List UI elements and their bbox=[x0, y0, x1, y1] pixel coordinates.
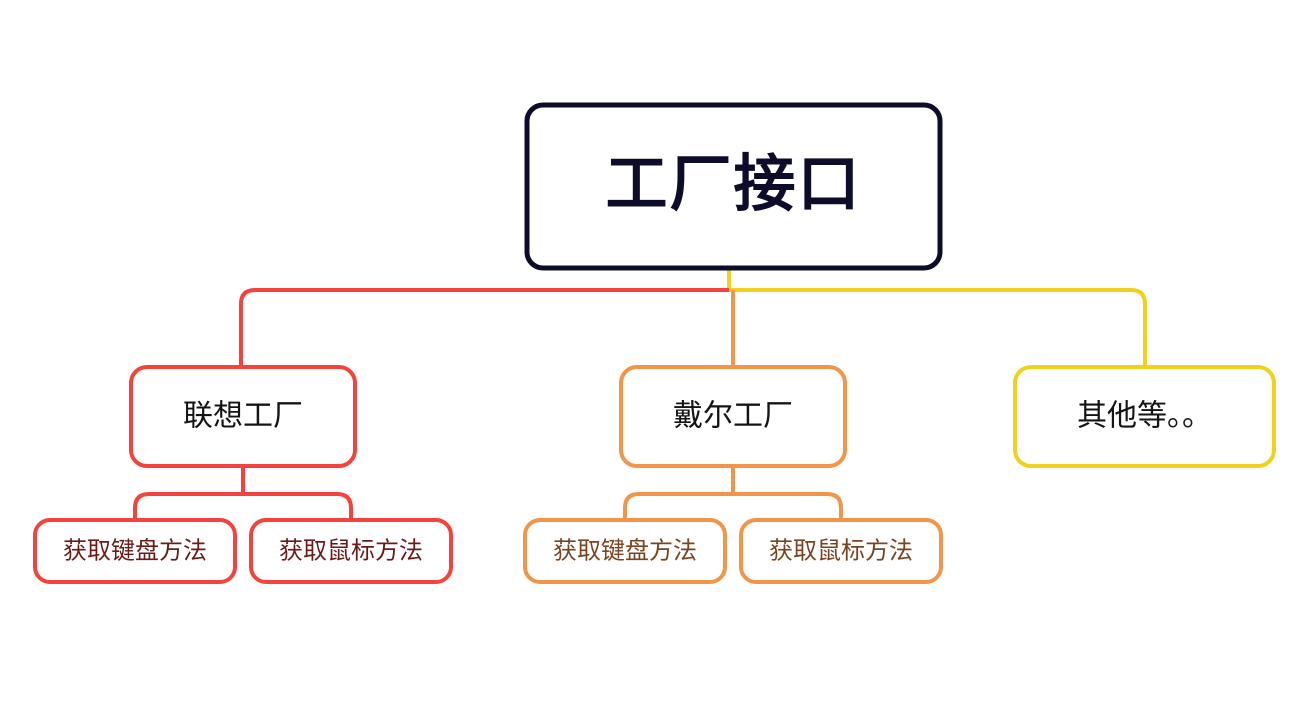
node-leaf-dell-1[interactable]: 获取鼠标方法 bbox=[739, 518, 943, 584]
leaf-node-box-lenovo-0 bbox=[33, 518, 237, 584]
connector-lenovo-fork bbox=[133, 466, 353, 520]
leaf-node-label-lenovo-0: 获取键盘方法 bbox=[63, 537, 207, 564]
node-root-factory-interface[interactable]: 工厂接口 bbox=[524, 102, 943, 271]
connector-bus-left bbox=[239, 288, 729, 367]
branch-node-box-others bbox=[1013, 365, 1276, 468]
node-leaf-lenovo-1[interactable]: 获取鼠标方法 bbox=[249, 518, 453, 584]
leaf-node-box-dell-0 bbox=[523, 518, 727, 584]
branch-node-box-dell bbox=[619, 365, 847, 468]
node-leaf-lenovo-0[interactable]: 获取键盘方法 bbox=[33, 518, 237, 584]
leaf-node-label-dell-1: 获取鼠标方法 bbox=[769, 537, 913, 564]
connector-layer bbox=[133, 268, 1147, 520]
root-node-box bbox=[524, 102, 943, 271]
node-branch-others[interactable]: 其他等。。 bbox=[1013, 365, 1276, 468]
leaf-node-label-dell-0: 获取键盘方法 bbox=[553, 537, 697, 564]
connector-dell-fork bbox=[623, 466, 843, 520]
node-branch-lenovo[interactable]: 联想工厂 bbox=[129, 365, 357, 468]
branch-node-box-lenovo bbox=[129, 365, 357, 468]
leaf-node-label-lenovo-1: 获取鼠标方法 bbox=[279, 537, 423, 564]
leaf-node-box-lenovo-1 bbox=[249, 518, 453, 584]
branch-node-label-dell: 戴尔工厂 bbox=[673, 399, 793, 432]
branch-node-label-others: 其他等。。 bbox=[1077, 399, 1212, 432]
branch-node-label-lenovo: 联想工厂 bbox=[183, 399, 303, 432]
root-node-label: 工厂接口 bbox=[605, 150, 861, 219]
node-leaf-dell-0[interactable]: 获取键盘方法 bbox=[523, 518, 727, 584]
node-branch-dell[interactable]: 戴尔工厂 bbox=[619, 365, 847, 468]
leaf-node-box-dell-1 bbox=[739, 518, 943, 584]
connector-bus-right bbox=[729, 288, 1147, 367]
